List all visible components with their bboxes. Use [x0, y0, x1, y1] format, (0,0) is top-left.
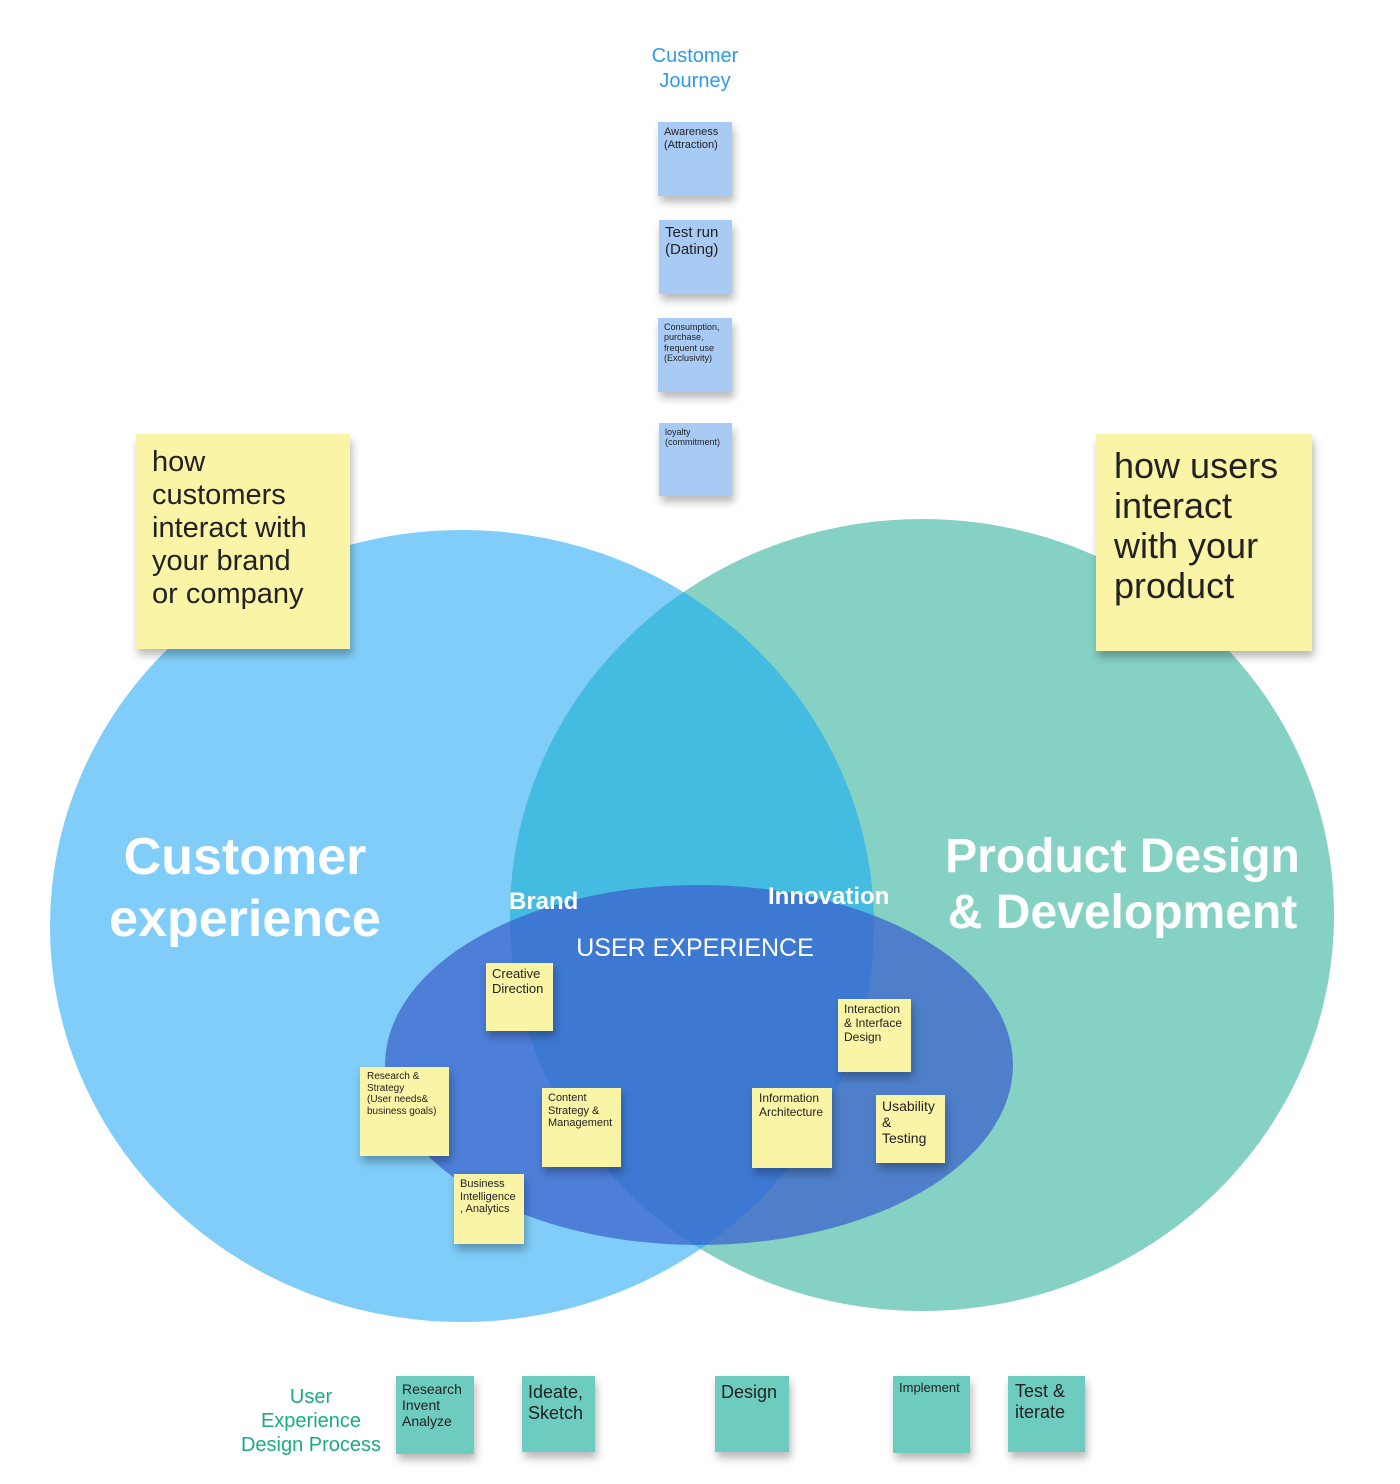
- journey-note-test-run: Test run (Dating): [659, 220, 732, 294]
- process-title: User Experience Design Process: [240, 1386, 382, 1456]
- user-experience-title: USER EXPERIENCE: [576, 934, 814, 962]
- ux-note-usability-testing: Usability & Testing: [876, 1095, 945, 1163]
- journey-note-loyalty: loyalty (commitment): [659, 423, 732, 496]
- process-step-implement: Implement: [893, 1376, 970, 1453]
- ux-note-creative-direction: Creative Direction: [486, 963, 553, 1031]
- ux-note-information-architecture: Information Architecture: [752, 1088, 832, 1168]
- journey-note-awareness: Awareness (Attraction): [658, 122, 732, 196]
- callout-users-product: how users interact with your product: [1096, 434, 1312, 651]
- ux-note-content-strategy: Content Strategy & Management: [542, 1088, 621, 1167]
- process-step-research: Research Invent Analyze: [396, 1376, 474, 1454]
- customer-experience-title: Customer experience: [109, 828, 381, 948]
- process-step-test: Test & iterate: [1008, 1376, 1085, 1452]
- product-design-title: Product Design & Development: [945, 830, 1300, 939]
- ux-note-research-strategy: Research & Strategy (User needs& busines…: [360, 1067, 449, 1156]
- customer-journey-title: Customer Journey: [651, 45, 739, 92]
- process-step-design: Design: [715, 1376, 789, 1452]
- ux-note-interaction-design: Interaction & Interface Design: [838, 999, 911, 1072]
- innovation-label: Innovation: [768, 883, 890, 910]
- callout-customers-brand: how customers interact with your brand o…: [136, 434, 350, 649]
- process-step-ideate: Ideate, Sketch: [522, 1376, 595, 1452]
- journey-note-consumption: Consumption, purchase, frequent use (Exc…: [658, 318, 732, 392]
- ux-note-business-intelligence: Business Intelligence , Analytics: [454, 1174, 524, 1244]
- brand-label: Brand: [509, 888, 579, 915]
